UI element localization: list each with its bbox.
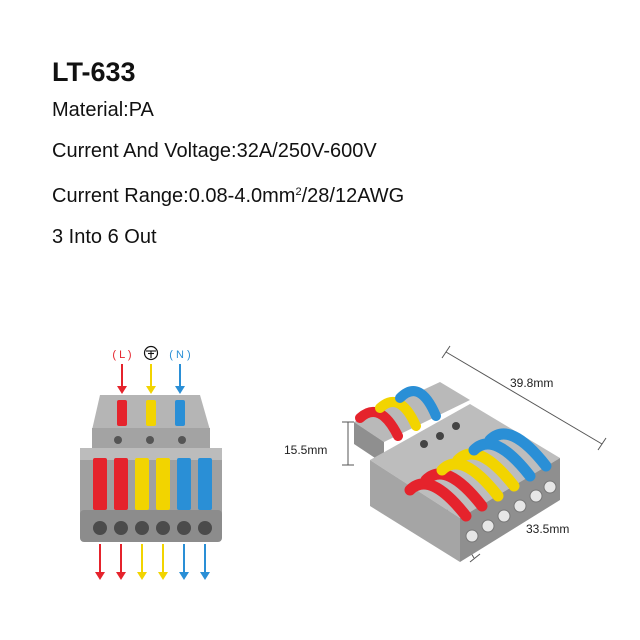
range-value-suffix: /28/12AWG [301, 185, 405, 207]
output-hole [135, 521, 149, 535]
output-lever [198, 458, 212, 510]
output-hole [177, 521, 191, 535]
output-hole [198, 521, 212, 535]
dimension-diagram-svg: 39.8mm 15.5mm 33.5mm [284, 345, 607, 563]
input-arrow [117, 364, 127, 394]
width-dimension: 33.5mm [526, 522, 569, 536]
input-label-l: ( L ) [112, 349, 131, 361]
range-value-sup: 2 [295, 186, 302, 198]
material-value: PA [128, 99, 154, 121]
input-levers [117, 400, 185, 426]
output-arrow [137, 544, 147, 580]
input-arrow [146, 364, 156, 394]
spec-block: LT-633 Material:PA Current And Voltage:3… [52, 56, 404, 266]
output-lever [114, 458, 128, 510]
config-line: 3 Into 6 Out [52, 226, 157, 248]
material-label: Material: [52, 99, 129, 121]
output-levers [93, 458, 212, 510]
dimension-diagram: 39.8mm 15.5mm 33.5mm [270, 340, 630, 580]
input-lever [117, 400, 127, 426]
output-arrow [200, 544, 210, 580]
range-label: Current Range: [52, 185, 189, 207]
range-line: Current Range:0.08-4.0mm2/28/12AWG [52, 180, 404, 208]
wiring-diagram: ( L ) ( N ) [70, 330, 260, 620]
input-lever [146, 400, 156, 426]
voltage-label: Current And Voltage: [52, 140, 237, 162]
input-label-n: ( N ) [169, 349, 190, 361]
range-value-prefix: 0.08-4.0mm [188, 185, 296, 207]
output-arrow [95, 544, 105, 580]
output-arrows [95, 544, 210, 580]
voltage-value: 32A/250V-600V [236, 140, 377, 162]
ground-symbol-icon [143, 345, 159, 361]
input-arrow [175, 364, 185, 394]
output-lever [93, 458, 107, 510]
output-arrow [179, 544, 189, 580]
output-arrow [158, 544, 168, 580]
output-lever [177, 458, 191, 510]
output-arrow [116, 544, 126, 580]
output-lever [156, 458, 170, 510]
wiring-diagram-svg: ( L ) ( N ) [80, 345, 222, 580]
input-block [92, 395, 210, 448]
model-title: LT-633 [52, 57, 136, 87]
height-dimension: 15.5mm [284, 443, 327, 457]
length-dimension: 39.8mm [510, 376, 553, 390]
material-line: Material:PA [52, 98, 404, 122]
connector-3d [354, 382, 560, 562]
output-hole [93, 521, 107, 535]
output-lever [135, 458, 149, 510]
voltage-line: Current And Voltage:32A/250V-600V [52, 139, 404, 163]
input-lever [175, 400, 185, 426]
output-hole [114, 521, 128, 535]
input-arrows [117, 364, 185, 394]
output-block [80, 448, 222, 542]
output-holes [93, 521, 212, 535]
output-hole [156, 521, 170, 535]
